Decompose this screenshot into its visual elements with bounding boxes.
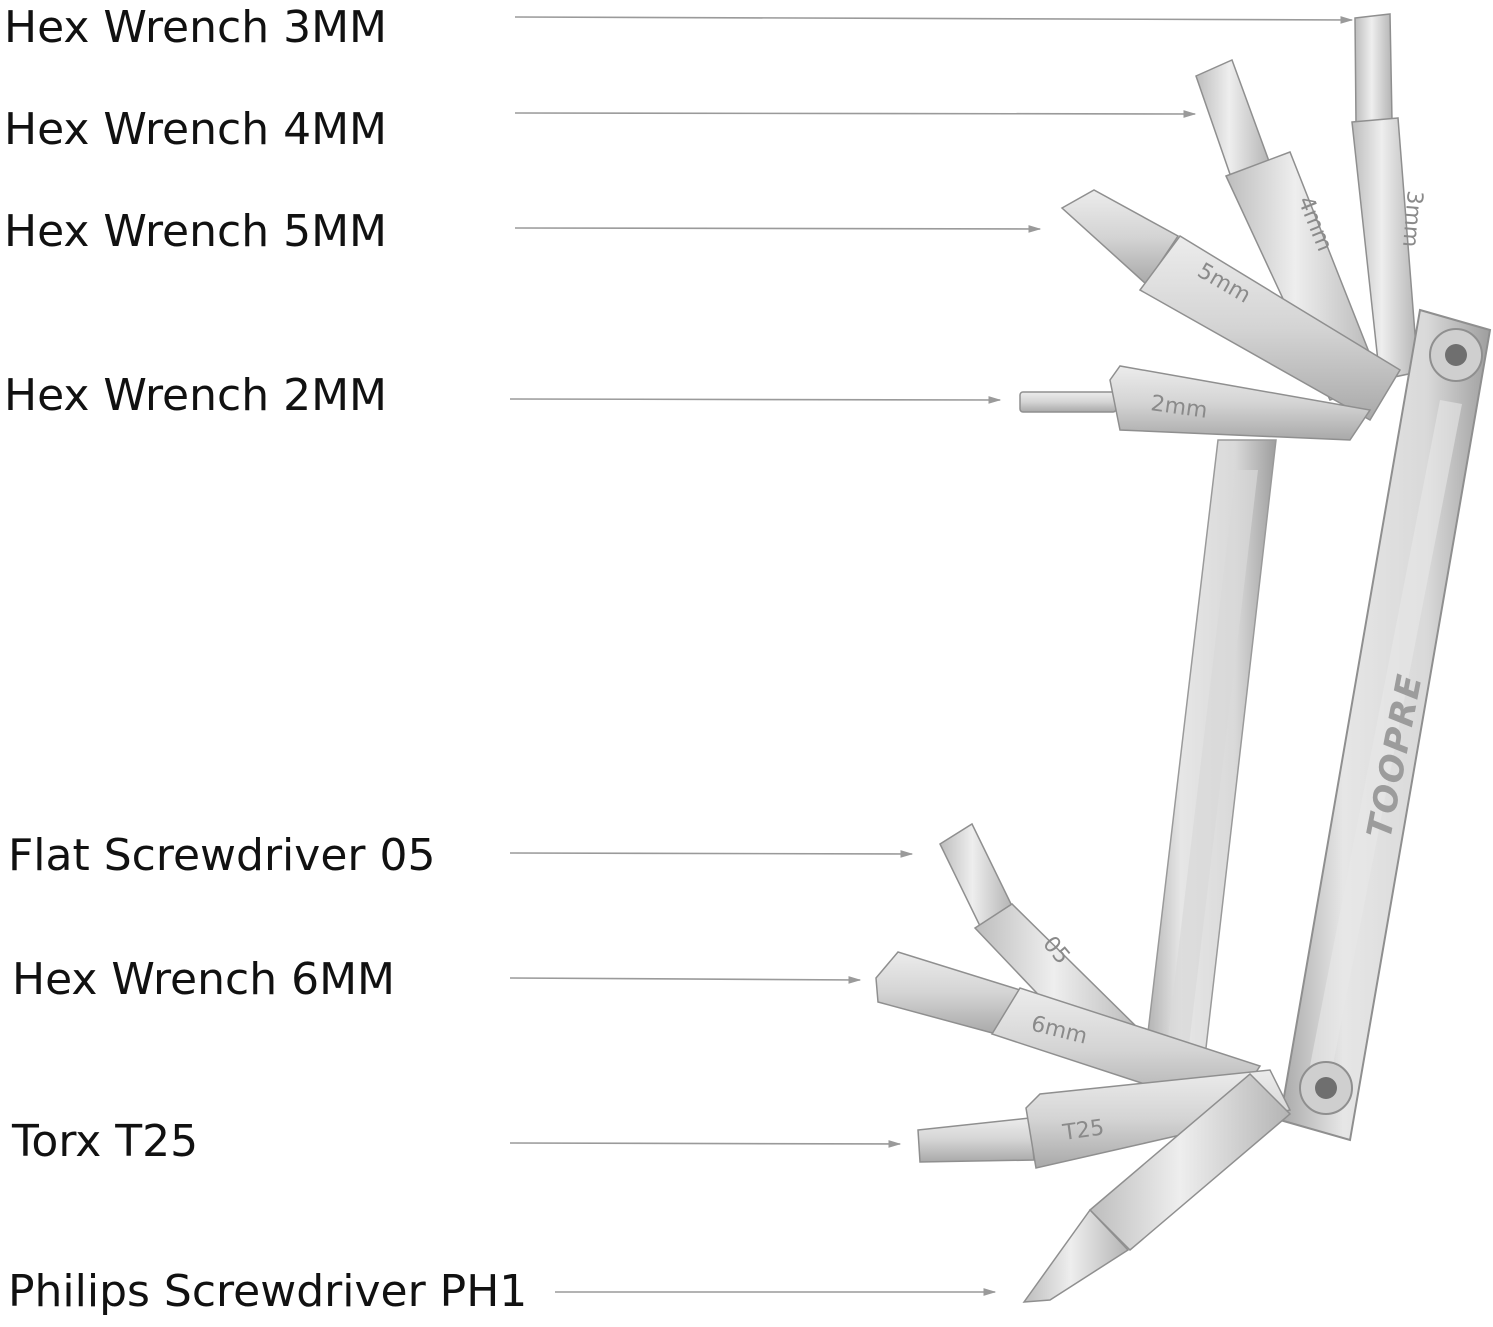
bit-philips-ph1 bbox=[1022, 1072, 1292, 1303]
label-hex-wrench-4mm: Hex Wrench 4MM bbox=[4, 104, 388, 155]
label-hex-wrench-5mm: Hex Wrench 5MM bbox=[4, 206, 388, 257]
label-hex-wrench-6mm: Hex Wrench 6MM bbox=[12, 954, 396, 1005]
leader-torx-t25 bbox=[509, 1140, 902, 1148]
label-philips-screwdriver-ph1: Philips Screwdriver PH1 bbox=[8, 1266, 528, 1317]
leader-hex-6mm bbox=[509, 976, 862, 984]
leader-flat-05 bbox=[509, 850, 914, 858]
leader-hex-3mm bbox=[514, 16, 1354, 24]
leader-lines bbox=[509, 16, 1354, 1296]
inner-side-plate bbox=[1139, 439, 1277, 1101]
leader-hex-2mm bbox=[509, 396, 1002, 404]
marking-3mm: 3mm bbox=[1397, 189, 1427, 248]
label-hex-wrench-2mm: Hex Wrench 2MM bbox=[4, 370, 388, 421]
label-flat-screwdriver-05: Flat Screwdriver 05 bbox=[8, 830, 436, 881]
label-hex-wrench-3mm: Hex Wrench 3MM bbox=[4, 2, 388, 53]
bit-hex-3mm: 3mm bbox=[1351, 13, 1427, 381]
bit-torx-t25: T25 bbox=[917, 1069, 1292, 1169]
leader-hex-5mm bbox=[514, 225, 1042, 233]
leader-hex-4mm bbox=[514, 110, 1197, 118]
label-torx-t25: Torx T25 bbox=[12, 1116, 199, 1167]
bit-hex-2mm: 2mm bbox=[1019, 365, 1372, 441]
marking-t25: T25 bbox=[1060, 1115, 1106, 1146]
